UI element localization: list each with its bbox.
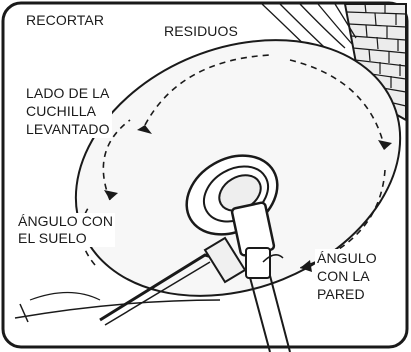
label-wall-angle: ÁNGULO CON LA PARED xyxy=(315,249,379,303)
label-blade-side-line: LEVANTADO xyxy=(26,121,110,137)
ground-lines xyxy=(14,291,221,319)
label-debris: RESIDUOS xyxy=(162,23,240,40)
label-wall-angle-line: PARED xyxy=(317,286,365,302)
label-blade-side-line: LADO DE LA xyxy=(26,85,110,101)
arrowheads xyxy=(104,125,392,272)
label-blade-side-raised: LADO DE LA CUCHILLA LEVANTADO xyxy=(24,84,112,138)
label-ground-angle-line: EL SUELO xyxy=(18,230,87,246)
ground-angle-tick xyxy=(19,303,29,323)
label-trim: RECORTAR xyxy=(24,12,107,29)
shaft-right xyxy=(267,267,291,352)
label-wall-angle-line: CON LA xyxy=(317,268,370,284)
label-ground-angle-line: ÁNGULO CON xyxy=(18,213,114,229)
shaft-left xyxy=(247,269,271,352)
label-ground-angle: ÁNGULO CON EL SUELO xyxy=(16,213,116,247)
trimmer-head xyxy=(185,154,279,284)
wall-angle-tick xyxy=(262,254,284,263)
label-blade-side-line: CUCHILLA xyxy=(26,103,97,119)
label-wall-angle-line: ÁNGULO xyxy=(317,250,377,266)
